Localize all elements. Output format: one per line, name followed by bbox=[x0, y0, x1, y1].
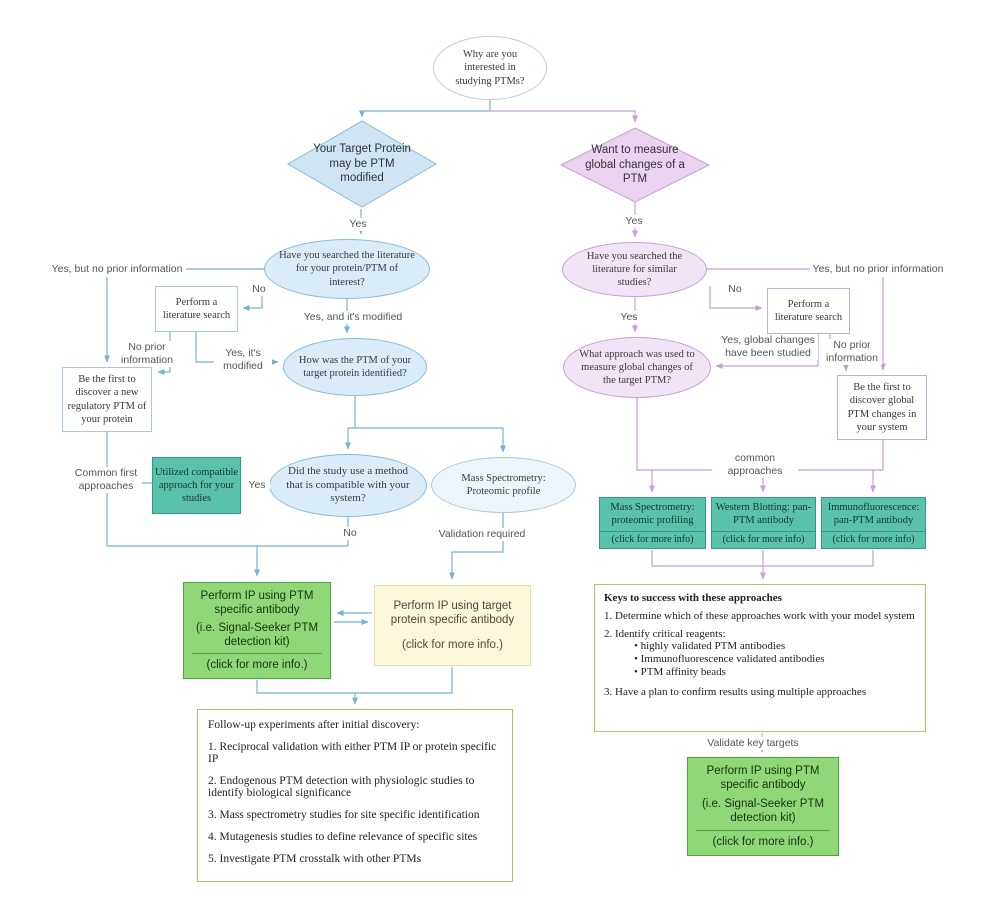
label-yes-no-prior-right: Yes, but no prior information bbox=[810, 263, 946, 277]
approach-western-blot-click-link[interactable]: (click for more info) bbox=[712, 530, 815, 549]
keys-bullet: • PTM affinity beads bbox=[634, 666, 726, 679]
followup-item: 5. Investigate PTM crosstalk with other … bbox=[208, 853, 422, 865]
label-validation-required: Validation required bbox=[434, 528, 530, 542]
followup-item: 3. Mass spectrometry studies for site sp… bbox=[208, 809, 480, 821]
followup-experiments-box: Follow-up experiments after initial disc… bbox=[197, 709, 513, 882]
followup-title: Follow-up experiments after initial disc… bbox=[208, 719, 420, 731]
question-approach-used: What approach was used to measure global… bbox=[563, 337, 711, 398]
approach-immunofluorescence-box[interactable]: Immunofluorescence: pan-PTM antibody (cl… bbox=[821, 497, 926, 549]
label-validate-key-targets: Validate key targets bbox=[706, 737, 800, 751]
label-no-compatible: No bbox=[338, 527, 362, 541]
keys-to-success-box: Keys to success with these approaches 1.… bbox=[594, 584, 926, 732]
global-changes-diamond-text: Want to measure global changes of a PTM bbox=[585, 143, 685, 186]
label-yes-compatible: Yes bbox=[244, 479, 270, 493]
approach-mass-spec-click-link[interactable]: (click for more info) bbox=[600, 530, 705, 549]
perform-ip-ptm-right-line2: (i.e. Signal-Seeker PTM detection kit) bbox=[701, 797, 825, 825]
approach-western-blot-box[interactable]: Western Blotting: pan-PTM antibody (clic… bbox=[711, 497, 816, 549]
approach-western-blot-title: Western Blotting: pan-PTM antibody bbox=[715, 502, 812, 527]
followup-item: 2. Endogenous PTM detection with physiol… bbox=[208, 775, 475, 799]
question-literature-right: Have you searched the literature for sim… bbox=[562, 242, 707, 297]
label-yes-similar: Yes bbox=[616, 311, 642, 325]
perform-ip-ptm-right-line1: Perform IP using PTM specific antibody bbox=[706, 765, 820, 792]
utilized-compatible-approach-box: Utilized compatible approach for your st… bbox=[152, 457, 241, 514]
keys-title: Keys to success with these approaches bbox=[604, 592, 782, 604]
label-no-prior-left: No prior information bbox=[110, 341, 184, 368]
followup-item: 4. Mutagenesis studies to define relevan… bbox=[208, 831, 478, 843]
question-approach-used-text: What approach was used to measure global… bbox=[579, 348, 695, 387]
label-common-approaches: common approaches bbox=[712, 452, 798, 479]
approach-immunofluorescence-title: Immunofluorescence: pan-PTM antibody bbox=[827, 502, 920, 527]
target-protein-diamond: Your Target Protein may be PTM modified bbox=[286, 120, 438, 208]
perform-ip-ptm-line1: Perform IP using PTM specific antibody bbox=[200, 590, 314, 617]
be-first-regulatory-ptm-text: Be the first to discover a new regulator… bbox=[67, 374, 147, 425]
keys-bullet: • highly validated PTM antibodies bbox=[634, 640, 786, 652]
be-first-regulatory-ptm-box: Be the first to discover a new regulator… bbox=[62, 367, 152, 432]
be-first-global-ptm-box: Be the first to discover global PTM chan… bbox=[837, 375, 927, 440]
question-literature-left: Have you searched the literature for you… bbox=[264, 239, 430, 299]
label-no-left: No bbox=[248, 283, 270, 297]
approach-mass-spec-title: Mass Spectrometry: proteomic profiling bbox=[610, 502, 695, 527]
literature-search-box-left: Perform a literature search bbox=[155, 286, 238, 332]
question-literature-right-text: Have you searched the literature for sim… bbox=[586, 250, 683, 289]
question-literature-left-text: Have you searched the literature for you… bbox=[279, 250, 415, 288]
perform-ip-ptm-click-link[interactable]: (click for more info.) bbox=[192, 652, 322, 672]
perform-ip-target-protein-box[interactable]: Perform IP using target protein specific… bbox=[374, 585, 531, 666]
question-compatible-method: Did the study use a method that is compa… bbox=[269, 454, 427, 517]
approach-immunofluorescence-click-link[interactable]: (click for more info) bbox=[822, 530, 925, 549]
question-compatible-method-text: Did the study use a method that is compa… bbox=[286, 464, 410, 505]
target-protein-diamond-text: Your Target Protein may be PTM modified bbox=[313, 142, 411, 185]
utilized-compatible-approach-text: Utilized compatible approach for your st… bbox=[154, 466, 239, 505]
perform-ip-target-click-link[interactable]: (click for more info.) bbox=[402, 638, 503, 651]
keys-item: 3. Have a plan to confirm results using … bbox=[604, 685, 867, 698]
literature-search-box-right: Perform a literature search bbox=[767, 288, 850, 334]
mass-spec-proteomic-profile-node: Mass Spectrometry: Proteomic profile bbox=[431, 457, 576, 513]
literature-search-left-text: Perform a literature search bbox=[162, 296, 231, 321]
perform-ip-ptm-right-click-link[interactable]: (click for more info.) bbox=[696, 829, 830, 849]
label-common-first-approaches: Common first approaches bbox=[70, 467, 142, 494]
mass-spec-proteomic-profile-text: Mass Spectrometry: Proteomic profile bbox=[461, 472, 546, 497]
literature-search-right-text: Perform a literature search bbox=[774, 298, 843, 323]
approach-mass-spec-box[interactable]: Mass Spectrometry: proteomic profiling (… bbox=[599, 497, 706, 549]
label-yes-no-prior-left: Yes, but no prior information bbox=[48, 263, 186, 277]
root-question-text: Why are you interested in studying PTMs? bbox=[455, 49, 525, 87]
label-no-prior-right: No prior information bbox=[822, 339, 882, 366]
global-changes-diamond: Want to measure global changes of a PTM bbox=[559, 127, 711, 203]
perform-ip-ptm-line2: (i.e. Signal-Seeker PTM detection kit) bbox=[195, 621, 319, 649]
label-no-right: No bbox=[724, 283, 746, 297]
perform-ip-ptm-antibody-box-left[interactable]: Perform IP using PTM specific antibody (… bbox=[183, 582, 331, 679]
label-yes-its-modified: Yes, it's modified bbox=[214, 347, 272, 374]
root-question-node: Why are you interested in studying PTMs? bbox=[433, 36, 547, 100]
be-first-global-ptm-text: Be the first to discover global PTM chan… bbox=[847, 382, 917, 433]
label-yes-left-diamond: Yes bbox=[344, 218, 372, 232]
label-yes-right-diamond: Yes bbox=[620, 215, 648, 229]
question-how-identified-text: How was the PTM of your target protein i… bbox=[298, 354, 412, 379]
perform-ip-ptm-antibody-box-right[interactable]: Perform IP using PTM specific antibody (… bbox=[687, 757, 839, 856]
perform-ip-target-line1: Perform IP using target protein specific… bbox=[390, 599, 515, 627]
question-how-identified: How was the PTM of your target protein i… bbox=[283, 338, 427, 396]
keys-bullet: • Immunofluorescence validated antibodie… bbox=[634, 653, 825, 666]
keys-item: 1. Determine which of these approaches w… bbox=[604, 610, 915, 622]
followup-item: 1. Reciprocal validation with either PTM… bbox=[208, 741, 497, 765]
label-yes-and-modified: Yes, and it's modified bbox=[302, 311, 404, 325]
keys-item: 2. Identify critical reagents: bbox=[604, 628, 726, 640]
label-yes-global-changes: Yes, global changes have been studied bbox=[718, 334, 818, 361]
